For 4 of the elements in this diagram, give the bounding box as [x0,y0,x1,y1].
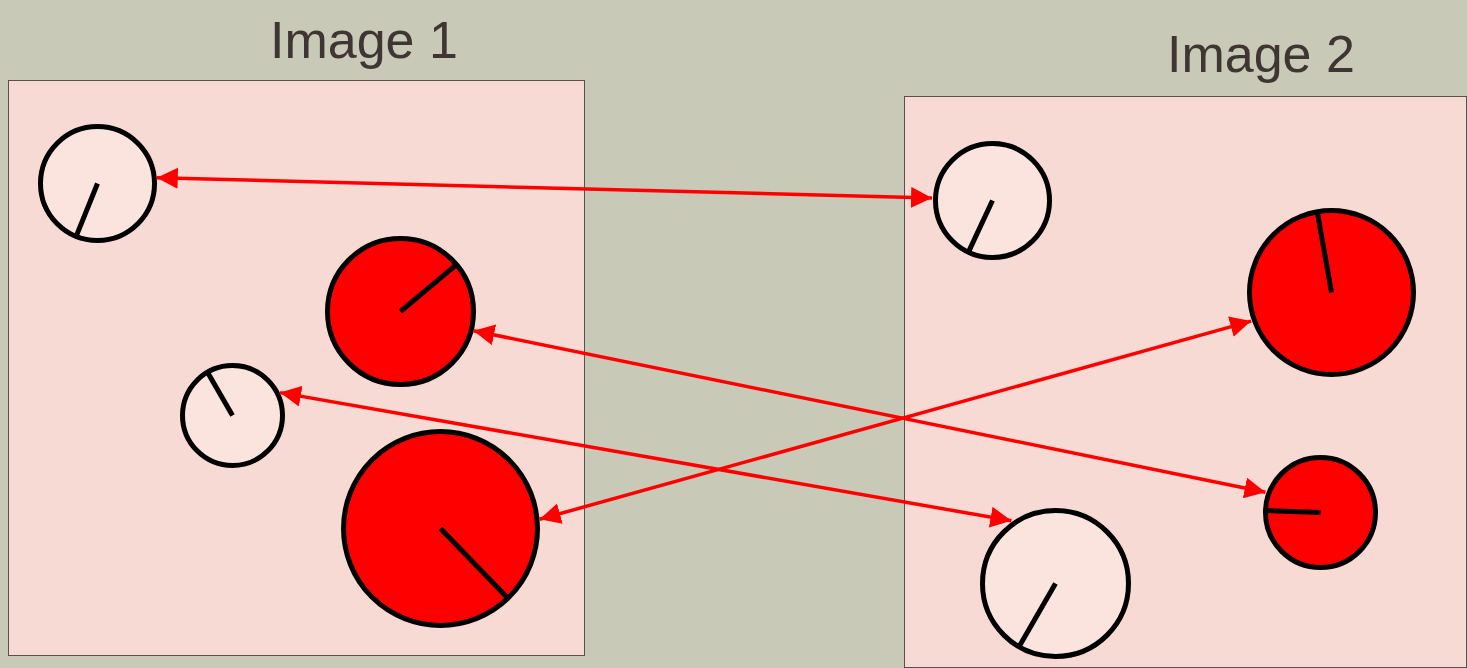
double-arrow [156,167,933,208]
double-arrow [539,316,1252,524]
double-arrow [473,324,1266,499]
double-arrow [279,385,1012,528]
